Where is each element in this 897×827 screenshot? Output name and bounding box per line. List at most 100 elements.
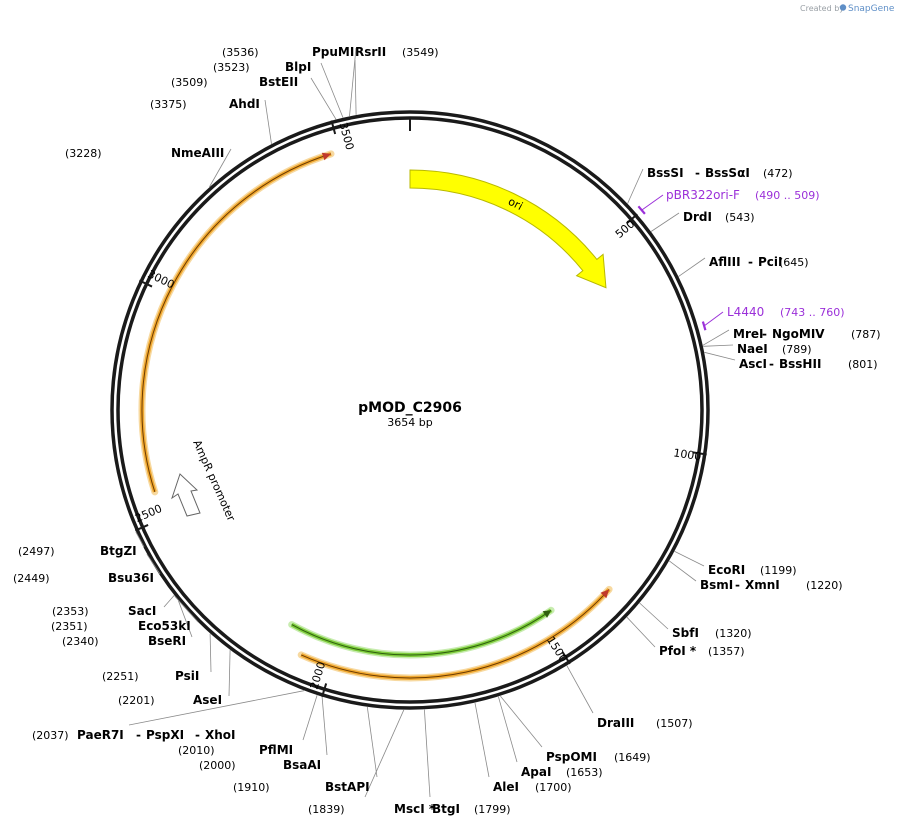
site-name2-afliii: PciI [758,255,783,269]
site-name-ppumi: PpuMI [312,45,354,59]
site-leader-eco53ki [174,595,199,623]
site-position-ppumi: (3536) [222,46,259,59]
orange-cds-left-band [140,151,332,493]
site-separator-paer7i: - [136,728,141,742]
site-position-blpi: (3523) [213,61,250,74]
tick-2500 [134,524,149,532]
primer-mark-pbr322ori-f [637,205,646,215]
site-name-nmeaiii: NmeAIII [171,146,224,160]
site-leader-sbfi [639,602,669,630]
primer-mark-l4440 [701,321,707,331]
ori-feature-arrow [409,169,607,289]
site-separator-mrei: - [762,327,767,341]
site-leader-bsmi [669,560,697,582]
site-name-btgi: BtgI [432,802,460,816]
site-position-afliii: (645) [779,256,809,269]
leaders-layer [128,47,736,798]
site-position-pflmi: (2010) [178,744,215,757]
site-position-bsaai: (2000) [199,759,236,772]
site-name-bsu36i: Bsu36I [108,571,154,585]
plasmid-length: 3654 bp [387,416,432,429]
site-leader-paer7i [128,690,305,726]
site-name-bseri: BseRI [148,634,186,648]
site-leader-ppumi [349,47,357,117]
green-cds-line [291,609,552,656]
tick-label-2500: 2500 [133,502,164,525]
site-leader-bsu36i [146,553,161,575]
site-name-asei: AseI [193,693,222,707]
site-position-bsu36i: (2449) [13,572,50,585]
site-name2-mrei: NgoMIV [772,327,825,341]
labels-layer: (3549)RsrII(3536)PpuMI(3523)BlpI(3509)Bs… [13,45,881,816]
site-position-msci: (1839) [308,803,345,816]
site-name-paer7i: PaeR7I [77,728,124,742]
site-leader-bsaai [321,696,328,756]
site-name-saci: SacI [128,604,156,618]
site-separator-asci: - [769,357,774,371]
site-position-bsteii: (3509) [171,76,208,89]
site-name-apai: ApaI [521,765,551,779]
credit-prefix: Created by [800,4,844,13]
plasmid-name: pMOD_C2906 [358,400,462,416]
site-position-btgzi: (2497) [18,545,55,558]
site-name-pfoi: PfoI * [659,644,697,658]
site-name-bsaai: BsaAI [283,758,321,772]
backbone-outer-ring [110,110,710,710]
site-position-saci: (2353) [52,605,89,618]
site-name-drdi: DrdI [683,210,712,224]
orange-cds-bottom-line [300,589,610,679]
site-name-blpi: BlpI [285,60,311,74]
site-name-draiii: DraIII [597,716,634,730]
site-name-bsteii: BstEII [259,75,298,89]
site-position-sbfi: (1320) [715,627,752,640]
tick-label-1000: 1000 [673,446,703,463]
primer-leader-l4440 [703,311,724,327]
site-name2-asci: BssHII [779,357,821,371]
site-name-alei: AleI [493,780,519,794]
site-name-psii: PsiI [175,669,199,683]
tick-label-1500: 1500 [544,634,570,665]
site-leader-rsrii [354,59,357,115]
tick-label-3500: 3500 [336,121,356,151]
orange-cds-left-arrowhead [321,152,332,161]
site-position-btgi: (1799) [474,803,511,816]
site-leader-psii [209,633,212,673]
site-position-draiii: (1507) [656,717,693,730]
credit-brand[interactable]: SnapGene [848,4,895,14]
site-leader-pflmi [302,695,318,741]
primer-range-l4440: (743 .. 760) [780,306,845,319]
site-position-naei: (789) [782,343,812,356]
site-position-pfoi: (1357) [708,645,745,658]
site-position-bseri: (2340) [62,635,99,648]
site-leader-mrei [702,329,730,346]
site-leader-blpi [320,62,344,118]
site-separator2-paer7i: - [195,728,200,742]
site-leader-asci [704,351,736,361]
site-leader-ahdi [264,99,272,144]
site-name2-bsmi: XmnI [745,578,780,592]
site-leader-drdi [650,212,680,232]
site-name-msci: MscI * [394,802,436,816]
primer-range-pbr322ori-f: (490 .. 509) [755,189,820,202]
site-position-paer7i: (2037) [32,729,69,742]
ori-feature-label: ori [506,195,525,213]
site-name2-bsssi: BssSαI [705,166,750,180]
site-name-pflmi: PflMI [259,743,293,757]
site-leader-asei [228,650,231,697]
site-separator-bsssi: - [695,166,700,180]
site-position-alei: (1700) [535,781,572,794]
site-position-mrei: (787) [851,328,881,341]
site-position-bsssi: (472) [763,167,793,180]
site-name-ecori: EcoRI [708,563,745,577]
snapgene-logo-icon [839,4,847,11]
site-leader-ecori [674,551,705,567]
site-position-apai: (1653) [566,766,603,779]
site-leader-nmeaiii [209,148,232,188]
ampr-promoter-arrow [171,473,201,517]
tick-1500 [561,651,571,665]
site-name-sbfi: SbfI [672,626,699,640]
orange-cds-bottom-arrowhead [600,589,610,599]
ori-feature-label-path: ori [506,195,525,213]
site-leader-draiii [566,665,594,714]
